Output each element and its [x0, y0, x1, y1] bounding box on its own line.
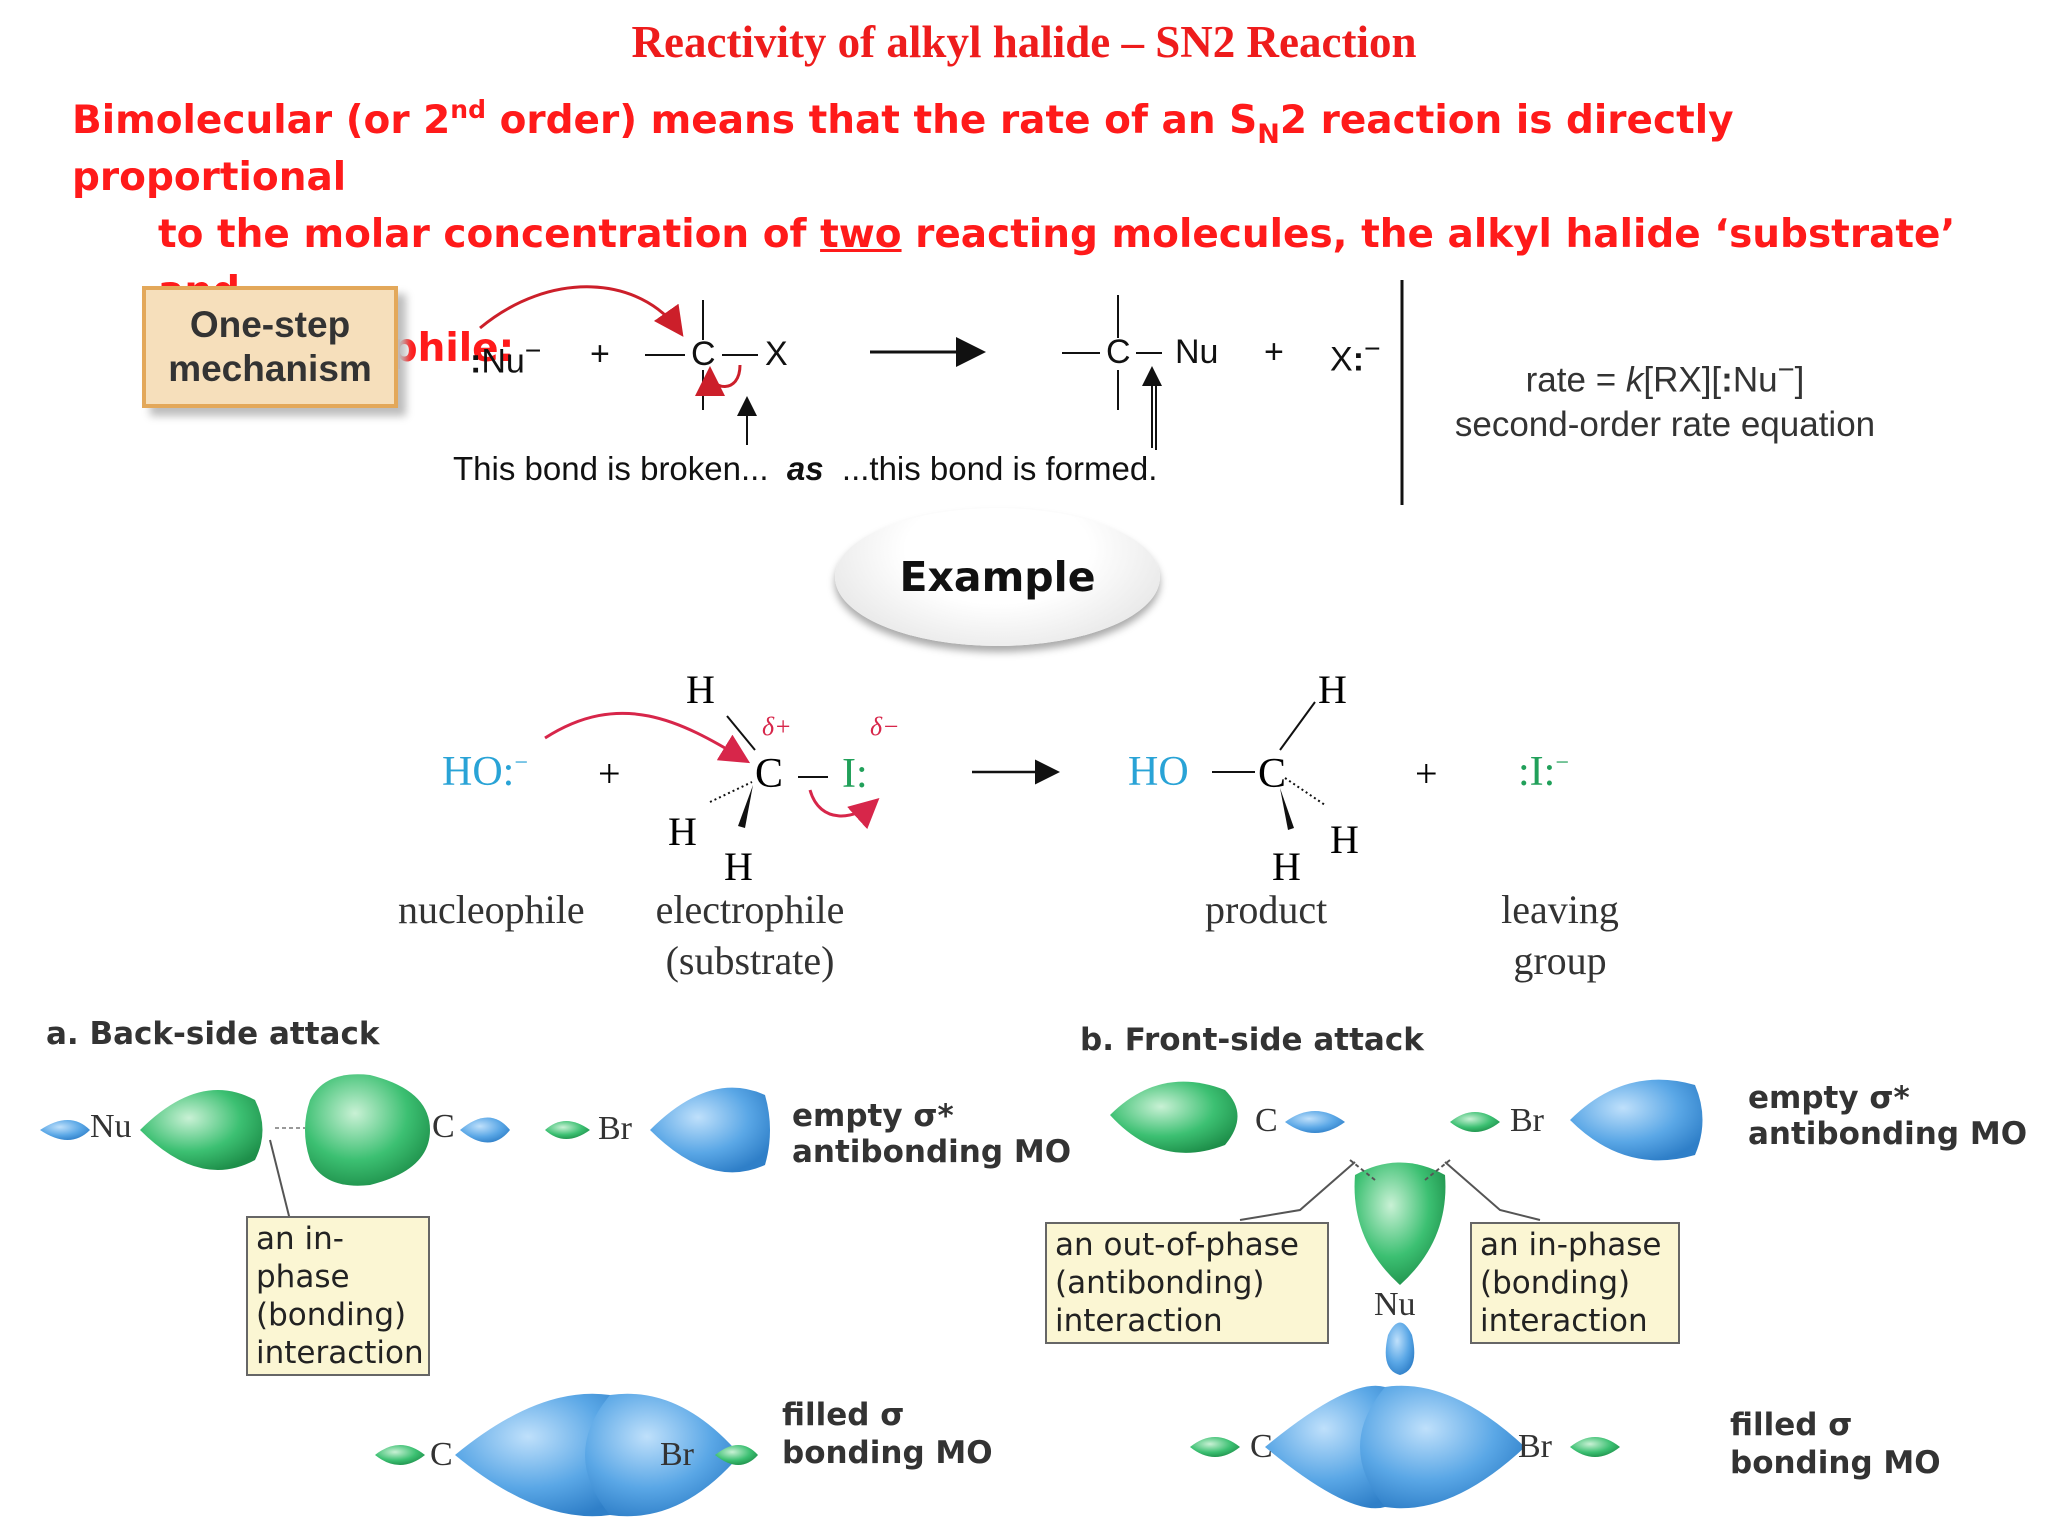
- curved-arrow-nucleophile: [479, 285, 684, 337]
- example-pill: Example: [835, 508, 1160, 646]
- underlined-two: two: [820, 212, 902, 257]
- back-side-attack-title: a. Back-side attack: [46, 1016, 380, 1052]
- out-of-phase-note: an out-of-phase(antibonding)interaction: [1045, 1222, 1329, 1344]
- label-electrophile: electrophile(substrate): [655, 887, 845, 983]
- in-phase-note-a: an in-phase(bonding)interaction: [246, 1216, 430, 1376]
- curved-arrow-nucleophile: [544, 711, 751, 764]
- in-phase-note-b: an in-phase(bonding)interaction: [1470, 1222, 1680, 1344]
- front-side-attack-title: b. Front-side attack: [1080, 1022, 1424, 1058]
- bond-caption: This bond is broken... as ...this bond i…: [453, 450, 1158, 487]
- empty-antibonding-label-a: empty σ*antibonding MO: [792, 1098, 1072, 1170]
- rate-equation: rate = k[RX][:Nu−] second-order rate equ…: [1454, 354, 1876, 444]
- page-title: Reactivity of alkyl halide – SN2 Reactio…: [631, 17, 1417, 67]
- label-product: product: [1205, 887, 1328, 932]
- orbital-diagrams: [40, 1074, 1703, 1517]
- label-nucleophile: nucleophile: [398, 887, 585, 932]
- curved-arrow-leaving: [695, 364, 742, 397]
- mechanism-diagram: [479, 280, 1404, 505]
- curved-arrow-leaving: [808, 789, 880, 830]
- empty-antibonding-label-b: empty σ*antibonding MO: [1748, 1080, 2028, 1152]
- example-reaction-diagram: [544, 701, 1326, 830]
